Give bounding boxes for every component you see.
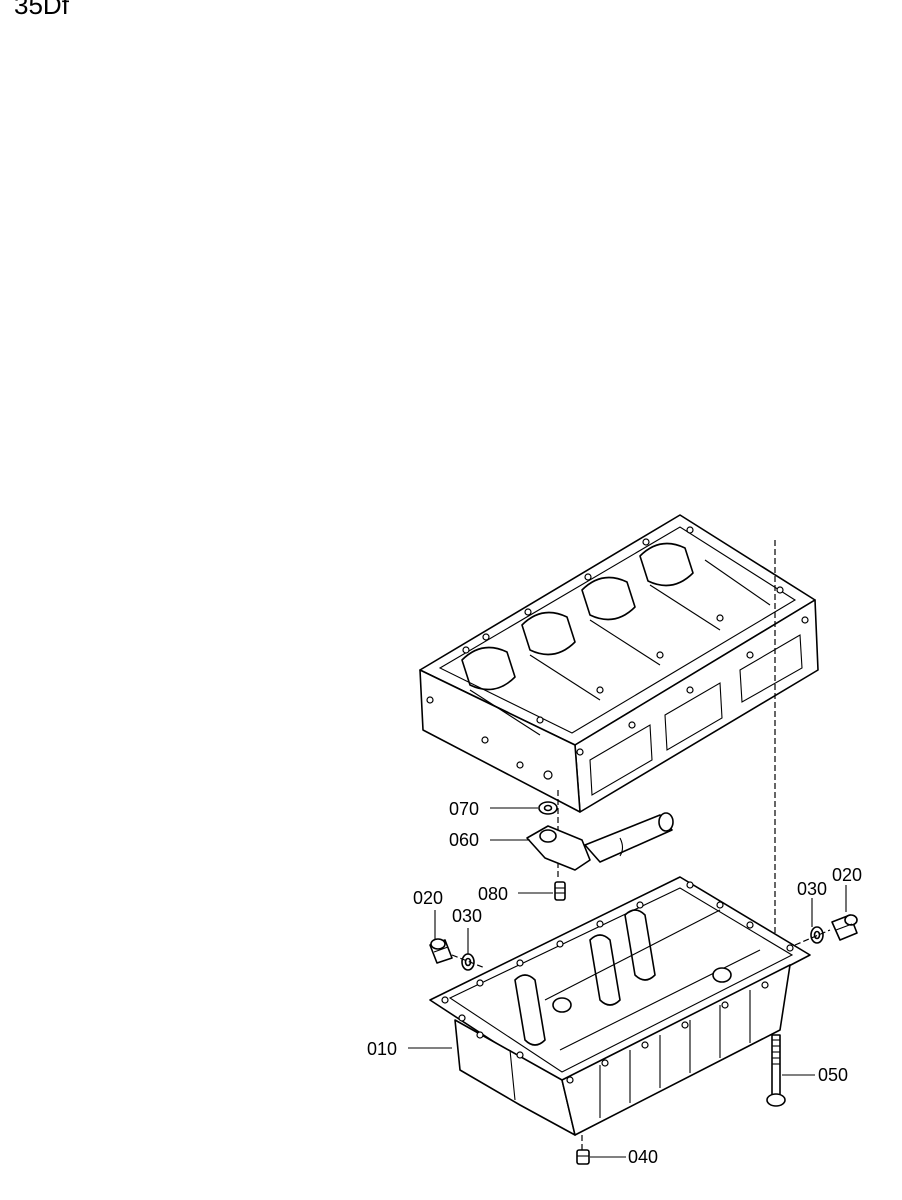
part-020-left-drain-plug [429,938,453,964]
crankcase-block [419,514,819,813]
part-050-long-bolt [766,1034,786,1107]
callout-060: 060 [449,830,480,850]
callout-030-right: 030 [797,879,828,899]
part-010-oil-pan [429,876,811,1136]
callout-070: 070 [449,799,480,819]
part-030-right-washer [810,926,824,944]
part-030-left-washer [461,953,475,971]
part-020-right-drain-plug [831,914,858,941]
leader-lines [408,807,847,1158]
part-040-drain-bolt [576,1135,590,1165]
part-080-bolt [554,881,566,901]
part-070-washer [538,801,558,815]
callout-020-left: 020 [413,888,444,908]
part-060-strainer-pipe [526,812,674,871]
callout-020-right: 020 [832,865,863,885]
callout-010: 010 [367,1039,398,1059]
callout-080: 080 [478,884,509,904]
callout-030-left: 030 [452,906,483,926]
model-code-header: 35Df [14,0,69,20]
callout-040: 040 [628,1147,659,1167]
callout-050: 050 [818,1065,849,1085]
